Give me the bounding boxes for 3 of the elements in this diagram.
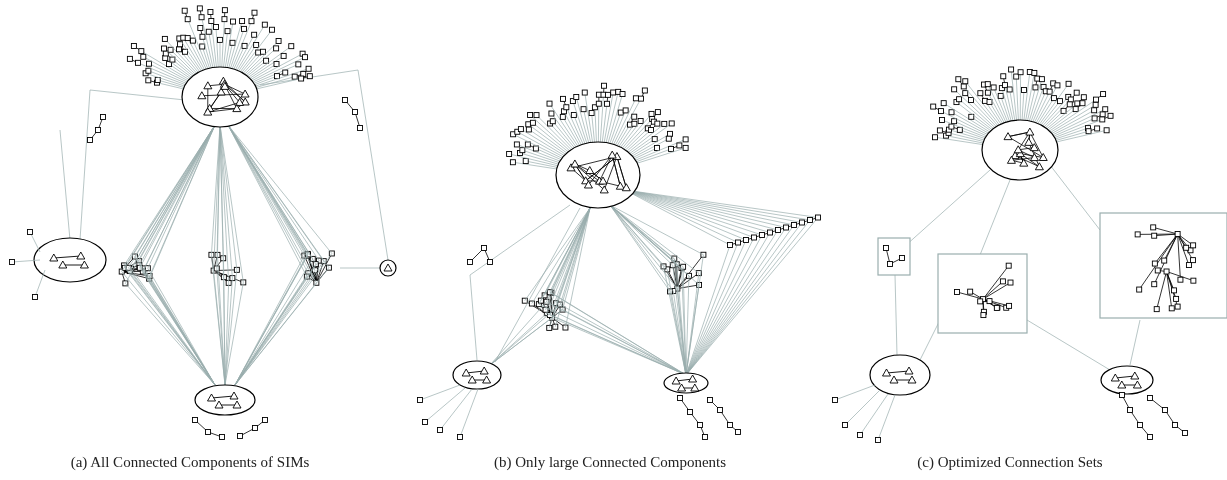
figure-caption: (c) Optimized Connection Sets [917, 454, 1103, 471]
figure-caption: (b) Only large Connected Components [493, 454, 727, 471]
figure-caption: (a) All Connected Components of SIMs [70, 454, 310, 471]
